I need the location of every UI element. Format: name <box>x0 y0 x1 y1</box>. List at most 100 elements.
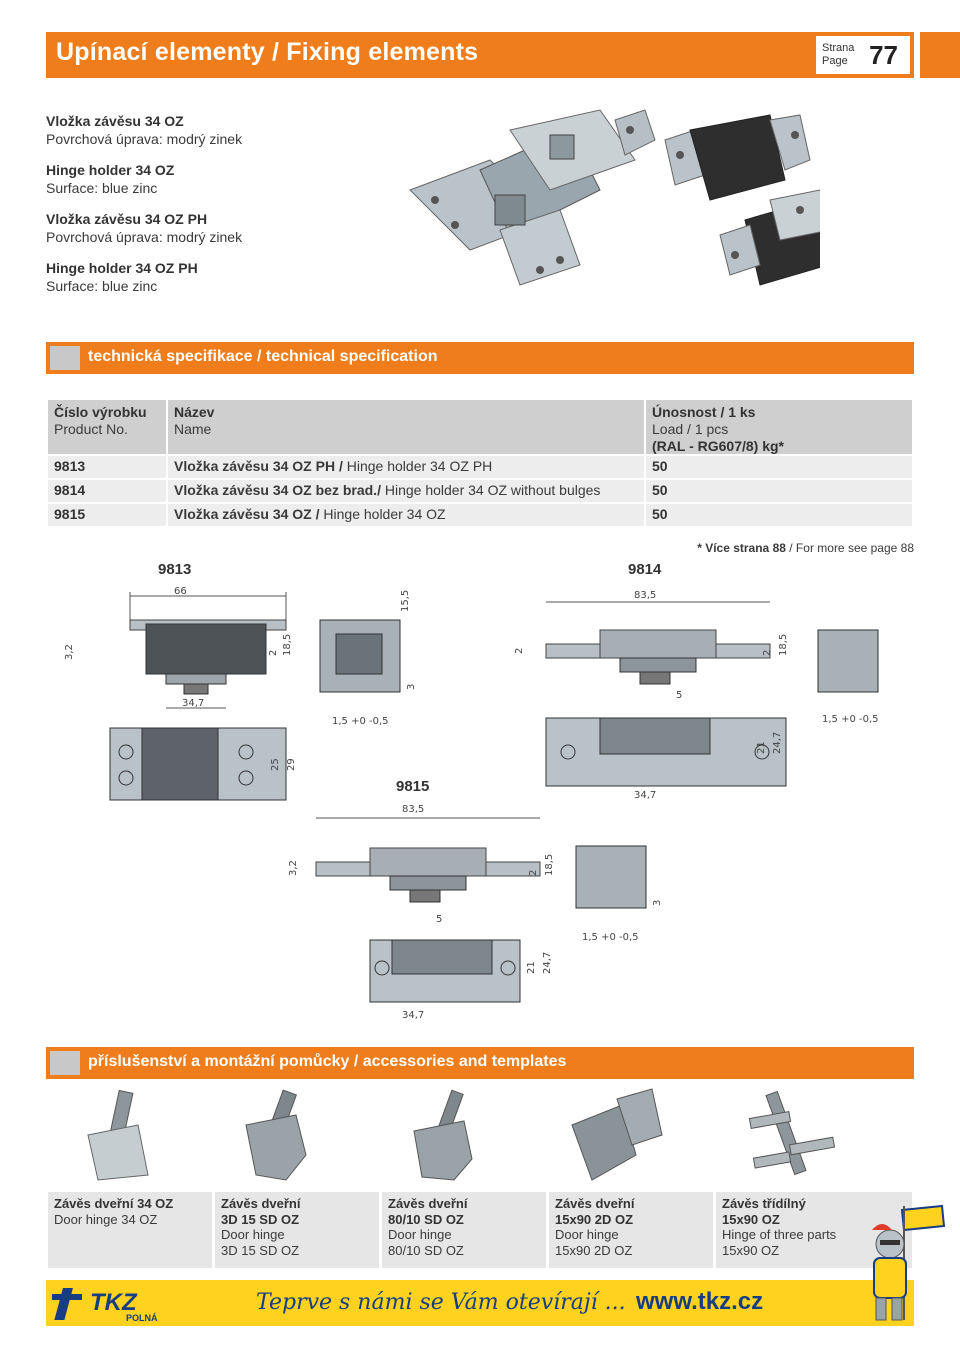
logo-text: TKZ <box>90 1289 138 1316</box>
product-name-cz: Vložka závěsu 34 OZ bez brad./ <box>174 482 381 498</box>
product-no: 9813 <box>54 458 86 474</box>
table-row: 9813 Vložka závěsu 34 OZ PH / Hinge hold… <box>46 456 914 480</box>
drawing-label-9813: 9813 <box>158 561 192 578</box>
accessory-code: 15x90 OZ <box>722 1211 780 1227</box>
dim-label: 1,5 +0 -0,5 <box>332 716 389 727</box>
drawing-label-9814: 9814 <box>628 561 662 578</box>
footer-slogan: Teprve s námi se Vám otevírají ... <box>256 1290 626 1315</box>
column-divider <box>644 400 646 454</box>
page-title: Upínací elementy / Fixing elements <box>56 38 479 66</box>
tkz-logo: TKZ POLNÁ <box>52 1288 158 1323</box>
product-name: Vložka závěsu 34 OZ PH / Hinge holder 34… <box>174 456 492 476</box>
header-name-cz: Název <box>174 404 215 420</box>
door-hinge-80-10-photo <box>413 1089 473 1181</box>
dim-label: 29 <box>286 758 297 771</box>
technical-drawing-9813: 66 3,2 2 18,5 15,5 3 34,7 1,5 +0 -0,5 25… <box>64 586 417 801</box>
product-name-cz: Vložka závěsu 34 OZ PH / <box>174 458 343 474</box>
product-name-en: Hinge holder 34 OZ without bulges <box>384 482 601 498</box>
door-hinge-15x90-2d-photo <box>571 1088 663 1181</box>
intro-surface: Surface: blue zinc <box>46 278 158 294</box>
footnote-cz: * Více strana 88 <box>697 541 786 555</box>
column-divider <box>644 456 646 478</box>
column-divider <box>166 400 168 454</box>
column-divider <box>166 504 168 526</box>
accessory-line: 3D 15 SD OZ <box>221 1242 300 1258</box>
dim-label: 25 <box>270 758 281 771</box>
accessory-card: Závěs dveřní 3D 15 SD OZ Door hinge 3D 1… <box>215 1192 379 1268</box>
dim-label: 2 <box>514 648 525 654</box>
dim-label: 18,5 <box>778 634 789 656</box>
product-name-cz: Vložka závěsu 34 OZ / <box>174 506 320 522</box>
accessory-code: 80/10 SD OZ <box>388 1211 464 1227</box>
dim-label: 2 <box>268 650 279 656</box>
accessory-code: 15x90 2D OZ <box>555 1211 634 1227</box>
column-divider <box>644 480 646 502</box>
accessory-name: Závěs dveřní 34 OZ <box>54 1196 174 1211</box>
dim-label: 21 <box>526 961 537 974</box>
door-hinge-3d15-photo <box>245 1089 307 1181</box>
header-product-cz: Číslo výrobku <box>54 404 147 420</box>
header-name-en: Name <box>174 421 212 437</box>
accessory-line: 15x90 OZ <box>722 1242 780 1258</box>
product-no: 9814 <box>54 482 86 498</box>
dim-label: 5 <box>676 690 682 701</box>
header-load-unit: (RAL - RG607/8) kg* <box>652 438 784 454</box>
dim-label: 21 <box>756 741 767 754</box>
intro-block: Vložka závěsu 34 OZ PH Povrchová úprava:… <box>46 210 376 246</box>
accessory-name: Závěs dveřní <box>221 1196 301 1211</box>
dim-label: 1,5 +0 -0,5 <box>822 714 879 725</box>
page-number-box: Strana Page 77 <box>816 36 910 74</box>
accessory-line: Door hinge <box>555 1227 619 1242</box>
footnote-en: / For more see page 88 <box>789 541 914 555</box>
dim-label: 2 <box>528 870 539 876</box>
technical-drawing-9815: 83,5 3,2 2 18,5 3 1,5 +0 -0,5 5 21 24,7 … <box>288 804 663 1021</box>
header-load: Únosnost / 1 ks Load / 1 pcs (RAL - RG60… <box>652 404 784 455</box>
accessories-section-bar: příslušenství a montážní pomůcky / acces… <box>46 1047 914 1079</box>
product-name-en: Hinge holder 34 OZ <box>323 506 446 522</box>
accessory-name: Závěs dveřní <box>555 1196 635 1211</box>
hinge-three-parts-photo <box>748 1090 836 1176</box>
product-load: 50 <box>652 482 668 498</box>
intro-name: Vložka závěsu 34 OZ PH <box>46 211 208 227</box>
dim-label: 34,7 <box>402 1010 424 1021</box>
dim-label: 2 <box>762 650 773 656</box>
accessory-line: Door hinge <box>221 1227 285 1242</box>
spec-section-title: technická specifikace / technical specif… <box>88 348 438 365</box>
dim-label: 66 <box>174 586 187 597</box>
table-row: 9814 Vložka závěsu 34 OZ bez brad./ Hing… <box>46 480 914 504</box>
accessory-name: Závěs dveřní <box>388 1196 468 1211</box>
header-product-no: Číslo výrobku Product No. <box>54 404 147 438</box>
page-number: 77 <box>869 40 898 70</box>
page-label: Strana Page <box>822 42 854 68</box>
product-name-en: Hinge holder 34 OZ PH <box>346 458 493 474</box>
accessory-name: Závěs třídílný <box>722 1196 806 1211</box>
dim-label: 3 <box>652 900 663 906</box>
accessory-line: 80/10 SD OZ <box>388 1242 464 1258</box>
intro-name: Hinge holder 34 OZ PH <box>46 260 198 276</box>
door-hinge-34oz-photo <box>87 1089 149 1181</box>
product-intro: Vložka závěsu 34 OZ Povrchová úprava: mo… <box>46 112 376 308</box>
table-row: 9815 Vložka závěsu 34 OZ / Hinge holder … <box>46 504 914 528</box>
dim-label: 24,7 <box>542 952 553 974</box>
accessory-card: Závěs dveřní 34 OZ Door hinge 34 OZ <box>48 1192 212 1268</box>
hinge-holder-left-photo <box>409 109 656 286</box>
footer-website[interactable]: www.tkz.cz <box>636 1288 764 1315</box>
spec-table-header: Číslo výrobku Product No. Název Name Úno… <box>46 398 914 456</box>
header-name: Název Name <box>174 404 214 438</box>
column-divider <box>166 480 168 502</box>
intro-name: Vložka závěsu 34 OZ <box>46 113 184 129</box>
footer-bar: TKZ POLNÁ Teprve s námi se Vám otevírají… <box>46 1280 914 1326</box>
product-load: 50 <box>652 506 668 522</box>
section-square-icon <box>50 346 80 370</box>
intro-block: Vložka závěsu 34 OZ Povrchová úprava: mo… <box>46 112 376 148</box>
dim-label: 24,7 <box>772 732 783 754</box>
dim-label: 1,5 +0 -0,5 <box>582 932 639 943</box>
intro-surface: Surface: blue zinc <box>46 180 158 196</box>
header-product-en: Product No. <box>54 421 128 437</box>
dim-label: 15,5 <box>400 590 411 612</box>
knight-mascot-icon <box>872 1204 946 1321</box>
header-bar: Upínací elementy / Fixing elements Stran… <box>46 32 914 78</box>
header-bar-tail <box>920 32 960 78</box>
accessory-card: Závěs dveřní 15x90 2D OZ Door hinge 15x9… <box>549 1192 713 1268</box>
footnote: * Více strana 88 / For more see page 88 <box>697 541 914 555</box>
